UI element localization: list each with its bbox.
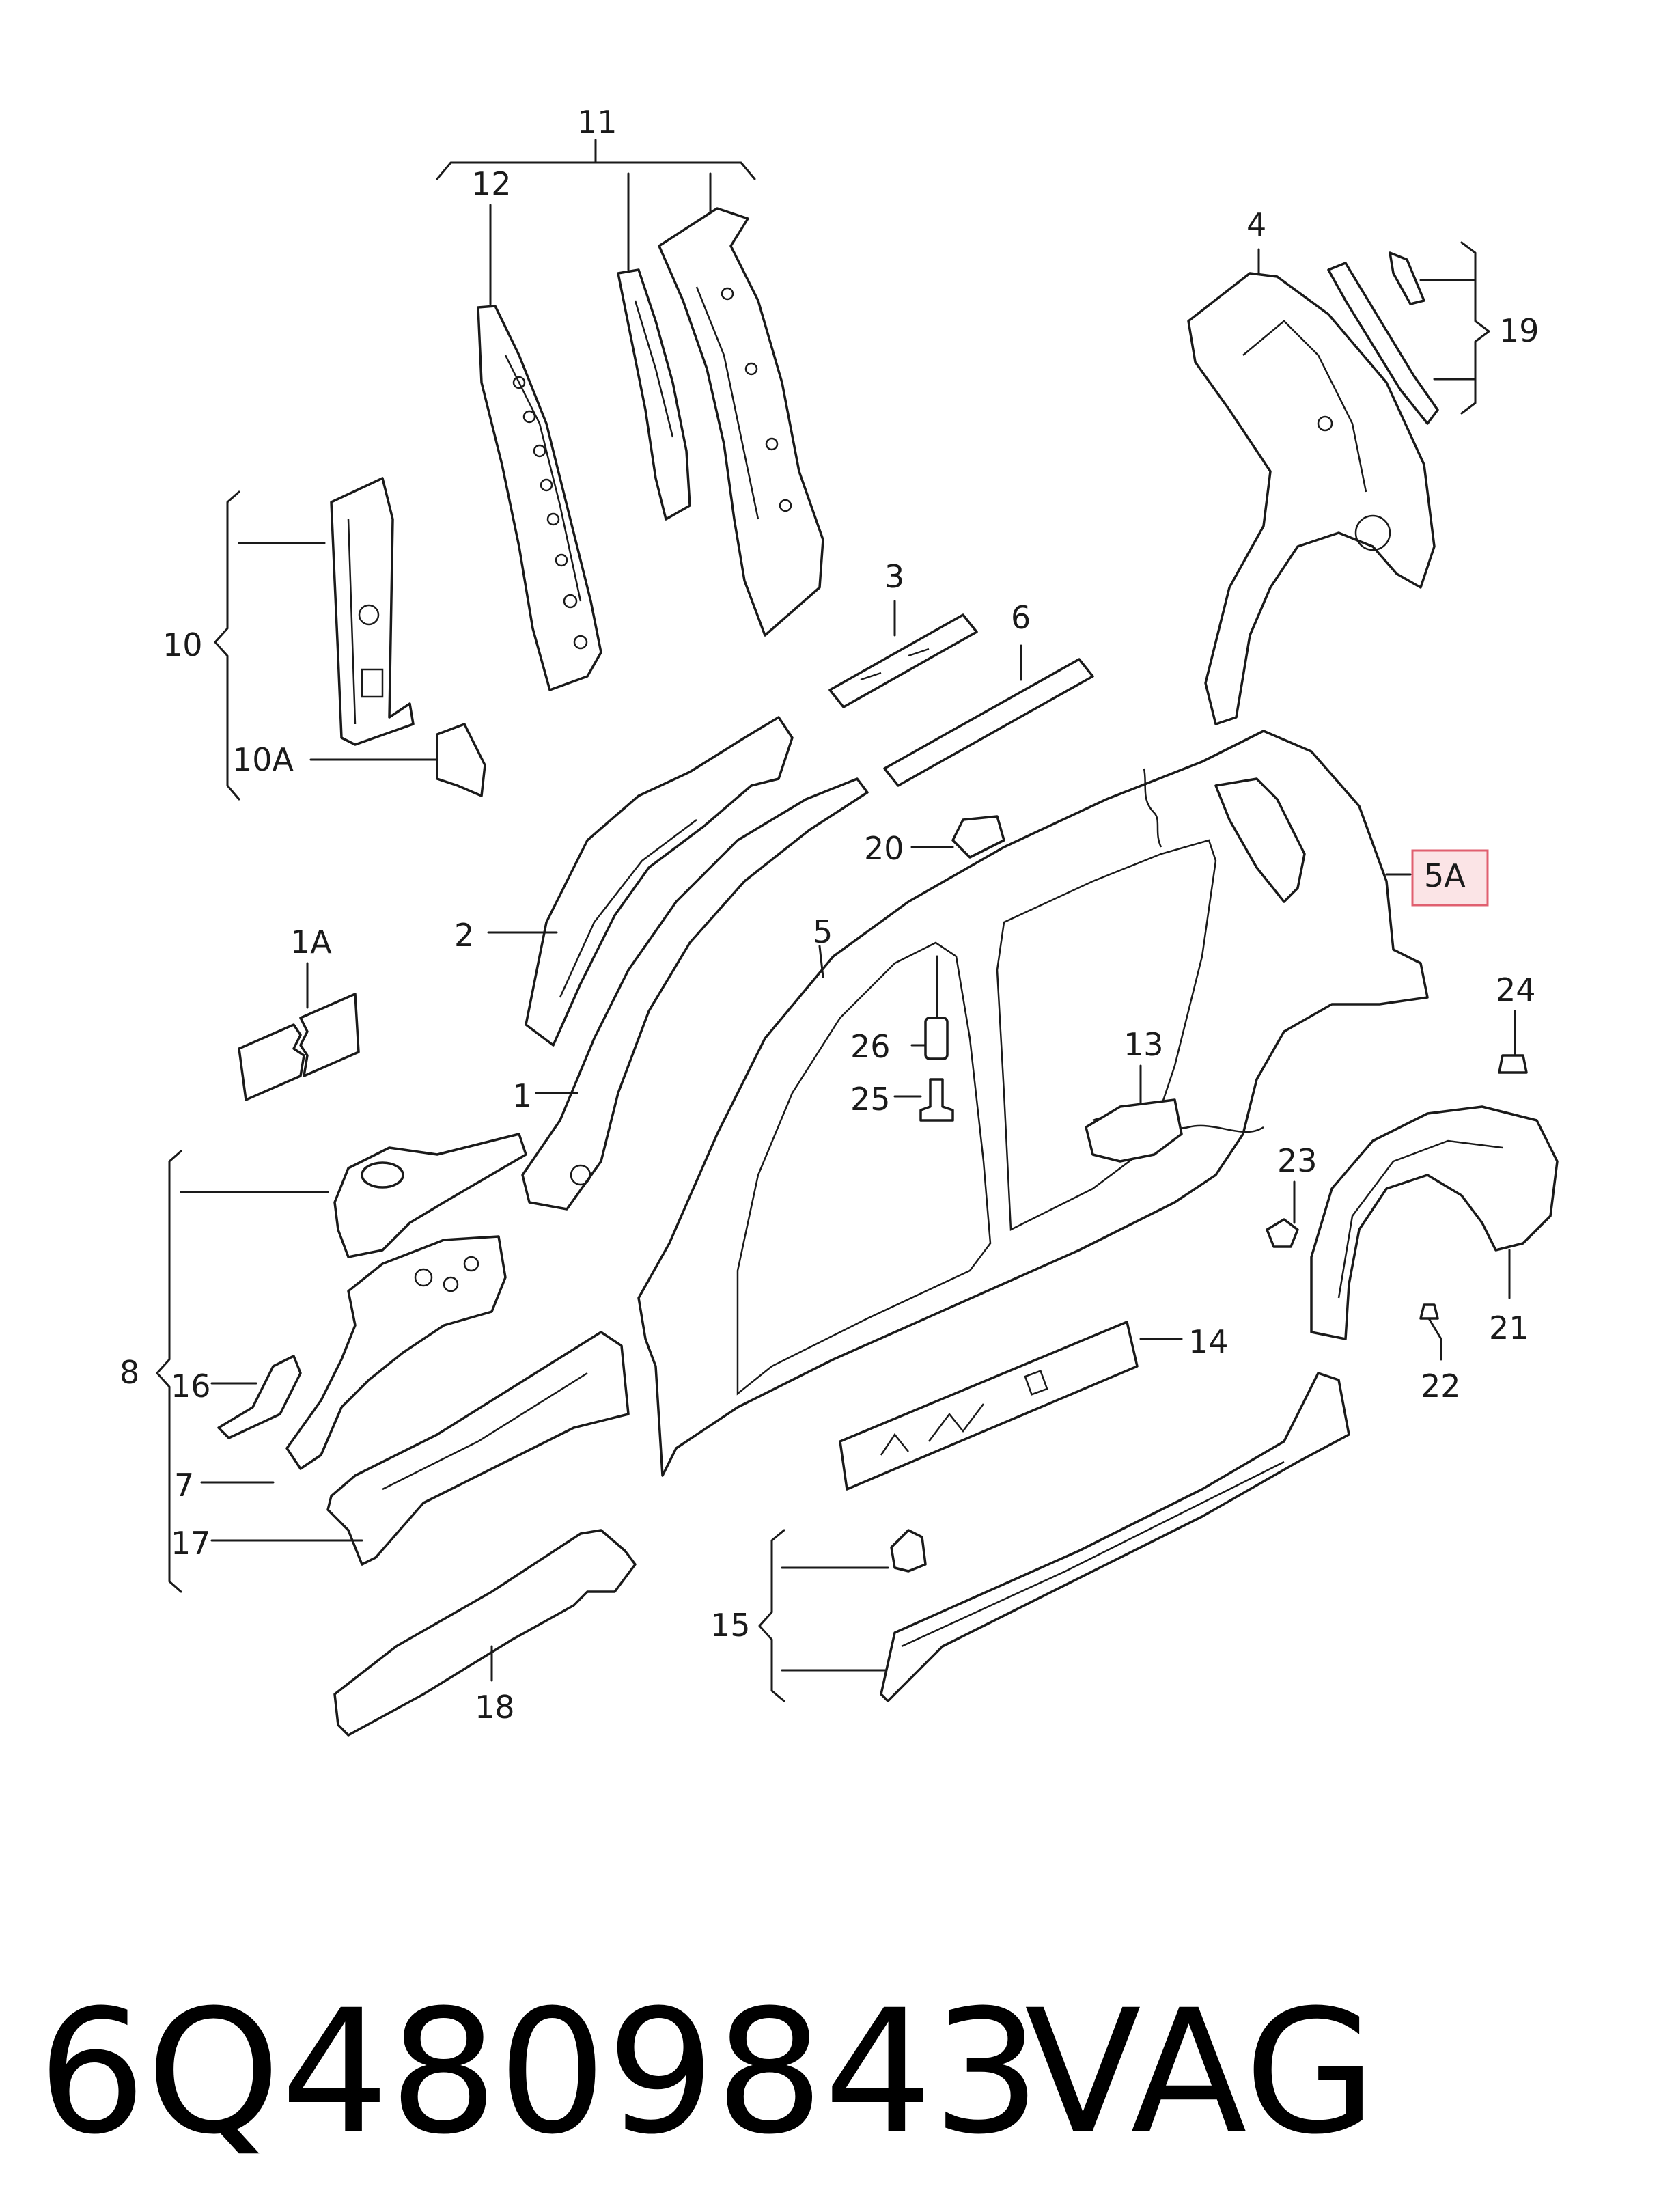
part-4-rear-inner (1187, 248, 1436, 725)
callout-3: 3 (884, 558, 904, 595)
callout-2: 2 (454, 917, 474, 954)
part-26-nut (910, 955, 949, 1060)
part-14-sill-panel (839, 1321, 1183, 1491)
callout-24: 24 (1496, 971, 1536, 1008)
part-11-inner-pillar (617, 268, 691, 521)
callout-25: 25 (850, 1081, 891, 1118)
part-1-a-pillar (521, 777, 869, 1211)
part-21-wheel-liner (1310, 1105, 1559, 1340)
callout-1: 1 (512, 1077, 532, 1114)
part-6-strip (883, 644, 1094, 787)
part-8-strut-tower (333, 1133, 527, 1258)
callout-19: 19 (1499, 312, 1539, 349)
callout-13: 13 (1124, 1026, 1164, 1063)
part-3-strip (828, 600, 978, 708)
callout-4: 4 (1246, 206, 1266, 243)
part-11-outer-pillar (658, 207, 824, 637)
callout-10: 10 (163, 626, 203, 663)
brand-name: VAG (1024, 1973, 1376, 2172)
part-15-clip (890, 1529, 927, 1573)
part-16-bracket (210, 1355, 302, 1439)
callout-5a: 5A (1424, 857, 1466, 894)
callout-7: 7 (174, 1467, 194, 1504)
part-1a-patch (238, 962, 360, 1101)
part-23-clip (1266, 1180, 1299, 1248)
part-15-bracket (758, 1529, 889, 1702)
callout-16: 16 (171, 1368, 211, 1405)
callout-17: 17 (171, 1525, 211, 1562)
callout-20: 20 (864, 830, 904, 867)
part-15-sill (880, 1372, 1350, 1702)
callout-1a: 1A (290, 924, 332, 960)
part-11-group (436, 139, 756, 305)
callout-21: 21 (1489, 1310, 1529, 1346)
part-number: 6Q4809843 (38, 1973, 1041, 2172)
part-22-screw (1419, 1303, 1442, 1361)
callout-23: 23 (1277, 1142, 1318, 1179)
part-25-bolt (893, 1078, 954, 1122)
callout-5: 5 (813, 913, 833, 950)
callout-12: 12 (471, 165, 512, 202)
part-24-clip (1498, 1010, 1528, 1074)
part-12-pillar (477, 305, 602, 691)
part-13-bracket (1085, 1064, 1183, 1163)
callout-14: 14 (1188, 1323, 1229, 1360)
callout-26: 26 (850, 1028, 891, 1065)
part-18-floor-rail (333, 1529, 637, 1737)
part-10a-patch (436, 723, 486, 797)
part-19-group (1327, 241, 1490, 425)
callout-18: 18 (475, 1689, 515, 1726)
callout-15: 15 (710, 1607, 751, 1644)
part-7-wheelhouse (200, 1235, 507, 1484)
callout-8: 8 (120, 1354, 139, 1391)
part-20-clip (910, 815, 1005, 859)
part-17-longitudinal (210, 1331, 630, 1566)
callout-22: 22 (1421, 1368, 1461, 1405)
part-10-pillar (330, 477, 415, 746)
callout-6: 6 (1011, 599, 1031, 636)
callout-11: 11 (577, 104, 617, 141)
callout-5a-group: 5A (1385, 849, 1489, 907)
part-8-bracket (156, 1150, 329, 1593)
callout-5a-highlight (1411, 849, 1489, 907)
part-2-roof-rail (487, 716, 794, 1047)
callout-10a: 10A (232, 741, 294, 778)
part-10-bracket (214, 490, 438, 801)
